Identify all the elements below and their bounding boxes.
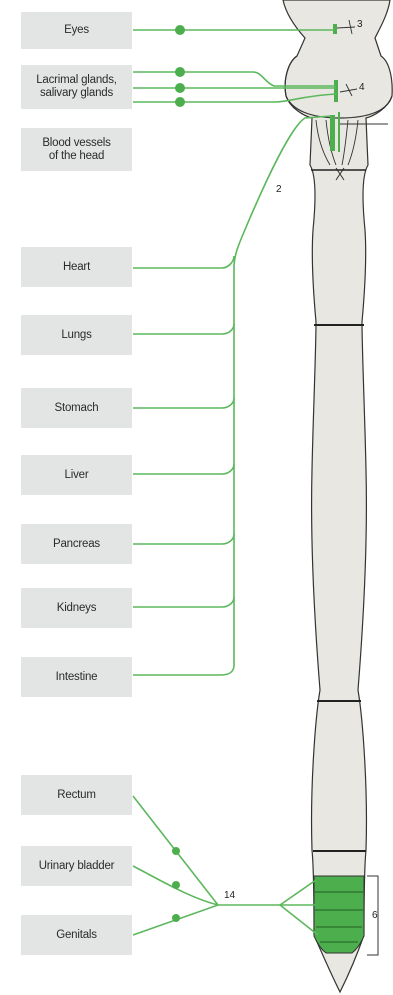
label-lungs: Lungs (21, 315, 132, 355)
label-rectum: Rectum (21, 775, 132, 815)
label-kidneys: Kidneys (21, 588, 132, 628)
number-14: 14 (224, 890, 235, 901)
label-liver: Liver (21, 455, 132, 495)
ganglion-bladder (172, 881, 180, 889)
ganglion-rectum (172, 847, 180, 855)
nerve-heart (133, 256, 234, 268)
label-lacrimal: Lacrimal glands, (36, 74, 117, 87)
label-heart: Heart (21, 247, 132, 287)
nerve-pancreas (133, 534, 234, 544)
ganglion-genitals (172, 914, 180, 922)
number-2: 2 (276, 184, 282, 195)
label-blood-vessels: Blood vessels of the head (21, 128, 132, 171)
number-6: 6 (372, 910, 378, 921)
nerve-lines (133, 30, 336, 935)
label-vessels-line2: of the head (49, 150, 104, 163)
nucleus-4 (334, 80, 338, 102)
nerve-liver (133, 464, 234, 474)
nerve-kidneys (133, 597, 234, 607)
nerve-vagus-trunk (133, 116, 331, 675)
nucleus-vagus-2 (338, 112, 340, 152)
brainstem-outline (283, 0, 392, 992)
ganglion-pterygopalatine (175, 67, 185, 77)
label-salivary: salivary glands (40, 87, 113, 100)
label-glands: Lacrimal glands, salivary glands (21, 65, 132, 109)
number-4: 4 (359, 82, 365, 93)
label-pancreas: Pancreas (21, 524, 132, 564)
number-3: 3 (357, 19, 363, 30)
label-genitals: Genitals (21, 915, 132, 955)
ganglion-submandibular (175, 83, 185, 93)
nerve-genitals (133, 905, 280, 935)
nerve-stomach (133, 398, 234, 408)
nucleus-3 (333, 24, 337, 34)
nerve-sacral-fan (280, 880, 318, 935)
label-stomach: Stomach (21, 388, 132, 428)
nerve-lungs (133, 324, 234, 334)
label-vessels-line1: Blood vessels (42, 137, 110, 150)
label-urinary-bladder: Urinary bladder (21, 846, 132, 886)
ganglion-ciliary (175, 25, 185, 35)
label-eyes: Eyes (21, 12, 132, 49)
nucleus-vagus (330, 115, 335, 151)
label-intestine: Intestine (21, 657, 132, 697)
ganglion-otic (175, 97, 185, 107)
